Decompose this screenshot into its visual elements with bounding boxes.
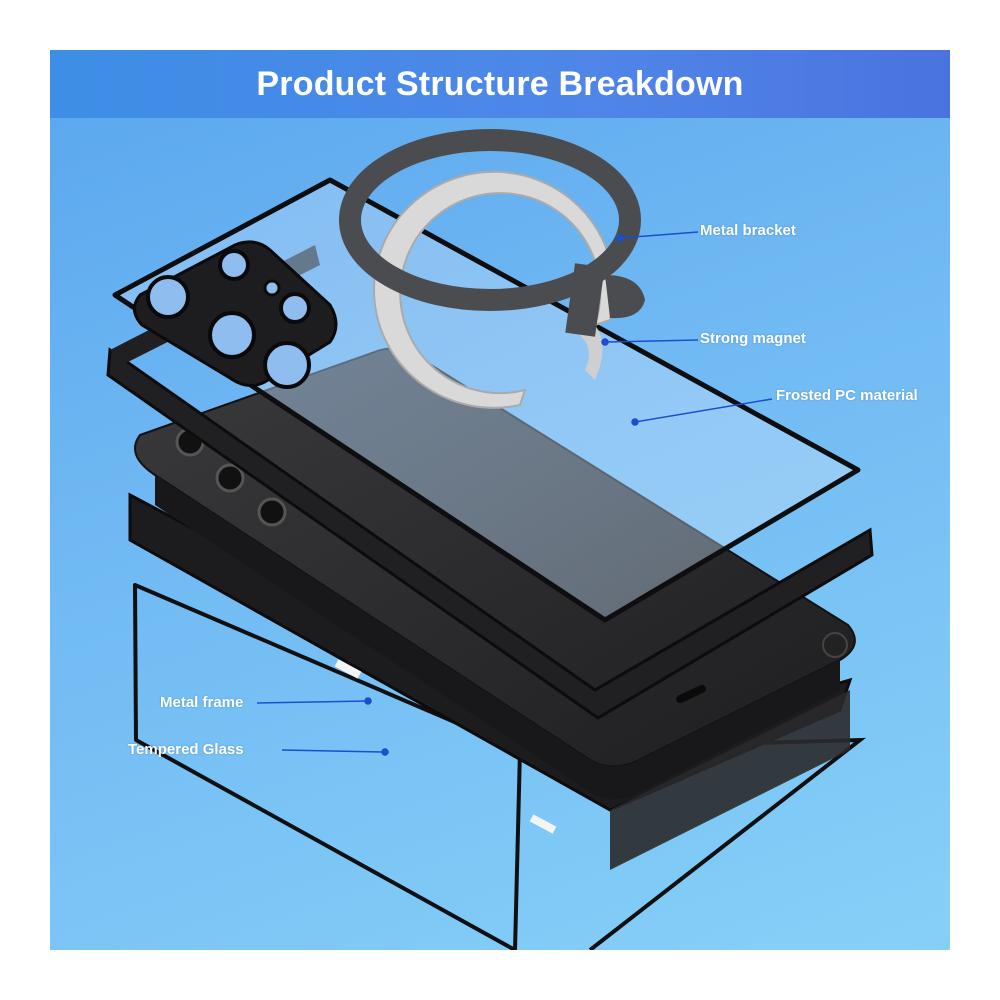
- metal-bracket: [339, 129, 645, 337]
- upper-metal-frame: [106, 347, 874, 720]
- label-frosted-pc-material: Frosted PC material: [776, 387, 918, 404]
- page-title: Product Structure Breakdown: [256, 64, 744, 103]
- label-strong-magnet: Strong magnet: [700, 330, 806, 347]
- magnet-ring: [373, 170, 615, 409]
- tempered-glass-layer: [133, 583, 522, 950]
- camera-lens-cover: [133, 240, 338, 389]
- label-tempered-glass: Tempered Glass: [128, 741, 244, 758]
- product-image-panel: Product Structure Breakdown: [50, 50, 950, 950]
- leader-lines: [256, 231, 773, 756]
- label-metal-bracket: Metal bracket: [700, 222, 796, 239]
- title-banner: Product Structure Breakdown: [50, 50, 950, 118]
- exploded-view-illustration: [106, 129, 874, 950]
- label-metal-frame: Metal frame: [160, 694, 244, 711]
